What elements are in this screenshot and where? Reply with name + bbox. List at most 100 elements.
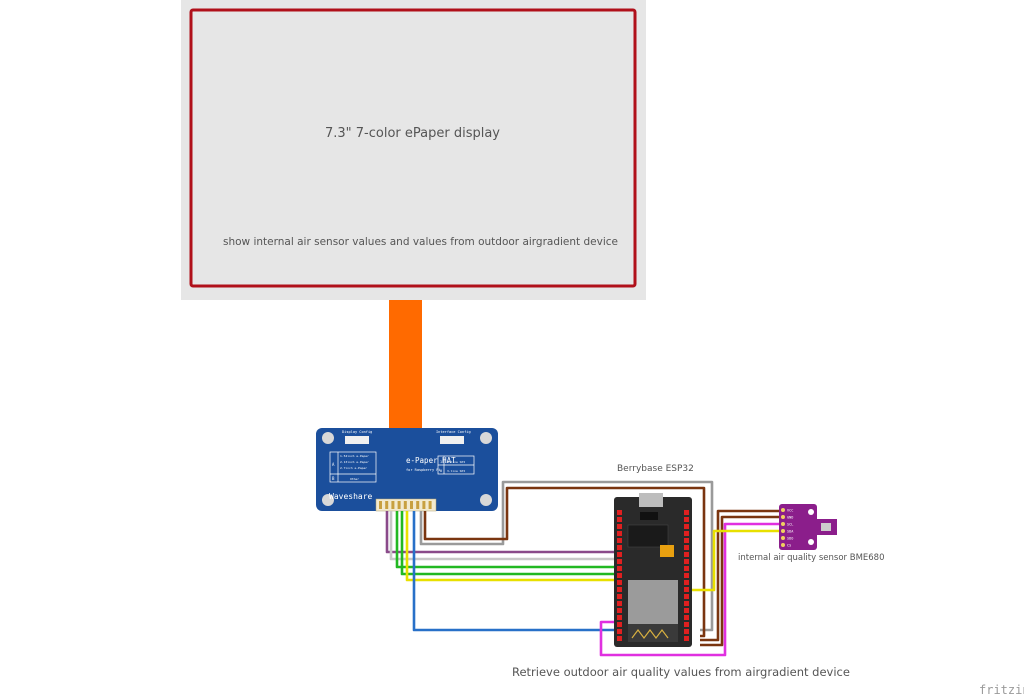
hat-pin [385, 501, 389, 509]
esp32-pin-left [617, 622, 622, 627]
esp32-pin-right [684, 559, 689, 564]
esp32-pin-left [617, 531, 622, 536]
esp32-pin-left [617, 510, 622, 515]
wire-brown-bme-1 [700, 509, 783, 642]
display-subtitle: show internal air sensor values and valu… [223, 236, 618, 248]
esp32-pin-right [684, 608, 689, 613]
bme680-pin-label: SDO [787, 537, 793, 541]
esp32-pin-right [684, 517, 689, 522]
bme680-pin-label: VCC [787, 509, 793, 513]
esp32-pin-left [617, 608, 622, 613]
hat-line-1: 1.54inch e-Paper [340, 454, 369, 458]
wire-green-2 [400, 511, 622, 576]
bme680-pin-label: SCL [787, 523, 793, 527]
esp32-pin-right [684, 524, 689, 529]
esp32-pin-right [684, 573, 689, 578]
esp32-pin-left [617, 594, 622, 599]
esp32-pin-left [617, 580, 622, 585]
esp32-label: Berrybase ESP32 [617, 464, 694, 474]
wires [385, 480, 783, 657]
esp32-pin-right [684, 510, 689, 515]
airgradient-label: Retrieve outdoor air quality values from… [512, 665, 850, 679]
esp32-pin-right [684, 629, 689, 634]
display-frame [189, 8, 637, 288]
hat-pin [416, 501, 420, 509]
wire-brown-bme-2 [700, 515, 783, 647]
hat-line-4: Other [350, 477, 359, 481]
hat-brand: Waveshare [329, 492, 373, 501]
hat-option-b: B [332, 476, 335, 481]
hat-pin [428, 501, 432, 509]
esp32-pin-left [617, 545, 622, 550]
bme680-label: internal air quality sensor BME680 [738, 553, 885, 563]
esp32-pin-left [617, 538, 622, 543]
esp32-pin-left [617, 636, 622, 641]
esp32-pin-right [684, 636, 689, 641]
hat-option-a: A [332, 462, 335, 467]
esp32-pin-left [617, 587, 622, 592]
esp32-pin-right [684, 538, 689, 543]
wire-green [395, 511, 622, 569]
hat-display-config-label: Display Config [342, 430, 372, 434]
bme680-pin [781, 536, 785, 540]
esp32-pin-left [617, 629, 622, 634]
bme680-board: VCC GND SCL SDA SDO CS [779, 504, 837, 550]
esp32-pin-right [684, 615, 689, 620]
hat-pin [391, 501, 395, 509]
bme680-pin [781, 515, 785, 519]
esp32-pin-left [617, 524, 622, 529]
esp32-pin-right [684, 622, 689, 627]
esp32-pin-right [684, 601, 689, 606]
hat-pin [403, 501, 407, 509]
hat-option-1: 1 [440, 460, 442, 464]
esp32-board [614, 493, 692, 647]
esp32-pin-right [684, 531, 689, 536]
bme680-pin-label: SDA [787, 530, 794, 534]
esp32-pin-left [617, 517, 622, 522]
hat-pin [379, 501, 382, 509]
hat-option-0: 0 [440, 469, 442, 473]
esp32-pin-right [684, 566, 689, 571]
hat-line-2: 2.13inch e-Paper [340, 460, 369, 464]
display-title: 7.3" 7-color ePaper display [325, 126, 500, 141]
hat-line-3: 2.7inch e-Paper [340, 466, 367, 470]
hat-iface-0: 3-line SPI [447, 469, 465, 473]
bme680-pin [781, 543, 785, 547]
esp32-pin-right [684, 587, 689, 592]
esp32-pin-right [684, 580, 689, 585]
ribbon-cable [389, 300, 422, 430]
esp32-pin-left [617, 615, 622, 620]
bme680-pin [781, 529, 785, 533]
hat-pin [410, 501, 413, 509]
wire-blue [412, 511, 622, 632]
bme680-pin [781, 508, 785, 512]
wire-brown-hat [423, 486, 706, 638]
esp32-pin-right [684, 552, 689, 557]
hat-title: e-Paper HAT [406, 456, 456, 465]
wire-lightgray [389, 511, 622, 561]
esp32-pin-right [684, 594, 689, 599]
esp32-pin-left [617, 601, 622, 606]
wire-purple [385, 511, 622, 554]
hat-pin [397, 501, 401, 509]
wire-yellow-bme [686, 529, 783, 592]
esp32-pin-left [617, 552, 622, 557]
esp32-pin-left [617, 559, 622, 564]
esp32-pin-left [617, 566, 622, 571]
hat-interface-config-label: Interface Config [436, 430, 471, 434]
bme680-pin-label: CS [787, 544, 791, 548]
fritzing-watermark: fritzing [979, 683, 1024, 697]
hat-subtitle: for Raspberry Pi [406, 468, 441, 472]
hat-iface-1: 4-line SPI [447, 460, 465, 464]
epaper-hat [316, 428, 498, 512]
wire-gray [419, 480, 714, 632]
wire-yellow-hat [405, 511, 622, 582]
esp32-pin-right [684, 545, 689, 550]
hat-pin [422, 501, 426, 509]
esp32-pin-left [617, 573, 622, 578]
bme680-pin [781, 522, 785, 526]
wire-magenta [599, 522, 783, 657]
bme680-pin-label: GND [787, 516, 793, 520]
display-panel [181, 0, 646, 300]
